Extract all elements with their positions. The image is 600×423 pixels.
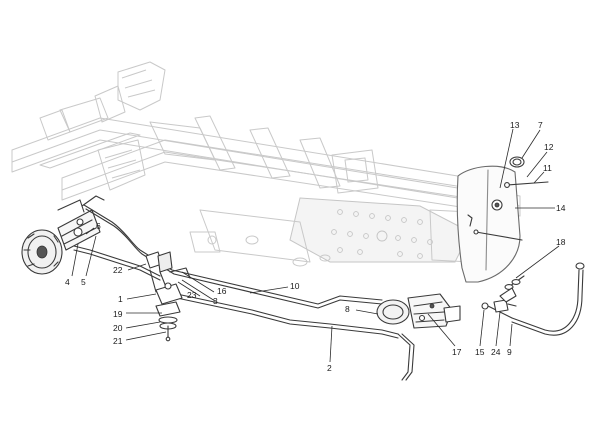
right-fittings bbox=[481, 262, 585, 313]
callout-4: 4 bbox=[65, 277, 70, 287]
callout-13: 13 bbox=[510, 120, 520, 130]
callout-21: 21 bbox=[113, 336, 123, 346]
callout-15: 15 bbox=[475, 347, 485, 357]
callout-8: 8 bbox=[345, 304, 350, 314]
callout-1: 1 bbox=[118, 294, 123, 304]
callout-6: 6 bbox=[96, 221, 101, 231]
callout-10: 10 bbox=[290, 281, 300, 291]
valve-assembly bbox=[145, 251, 191, 305]
fuel-tank bbox=[456, 156, 549, 283]
callout-2: 2 bbox=[327, 363, 332, 373]
brake-lines bbox=[73, 195, 584, 381]
callout-9: 9 bbox=[507, 347, 512, 357]
callout-17: 17 bbox=[452, 347, 462, 357]
leader-lines bbox=[71, 128, 560, 363]
chassis-frame-ghost bbox=[11, 61, 521, 267]
callout-7: 7 bbox=[538, 120, 543, 130]
callout-18: 18 bbox=[556, 237, 566, 247]
front-hub-assembly bbox=[21, 199, 101, 275]
callout-22: 22 bbox=[113, 265, 123, 275]
front-fitting-stack bbox=[155, 301, 181, 342]
callout-16: 16 bbox=[217, 286, 227, 296]
callout-labels: 13 7 12 11 14 18 6 4 5 22 10 16 23 3 1 1… bbox=[65, 120, 566, 373]
callout-19: 19 bbox=[113, 309, 123, 319]
callout-11: 11 bbox=[543, 163, 552, 173]
callout-14: 14 bbox=[556, 203, 566, 213]
callout-5: 5 bbox=[81, 277, 86, 287]
callout-12: 12 bbox=[544, 142, 554, 152]
callout-24: 24 bbox=[491, 347, 501, 357]
rear-valve-booster bbox=[376, 293, 461, 329]
callout-23: 23 bbox=[187, 290, 197, 300]
callout-20: 20 bbox=[113, 323, 123, 333]
callout-3: 3 bbox=[213, 296, 218, 306]
